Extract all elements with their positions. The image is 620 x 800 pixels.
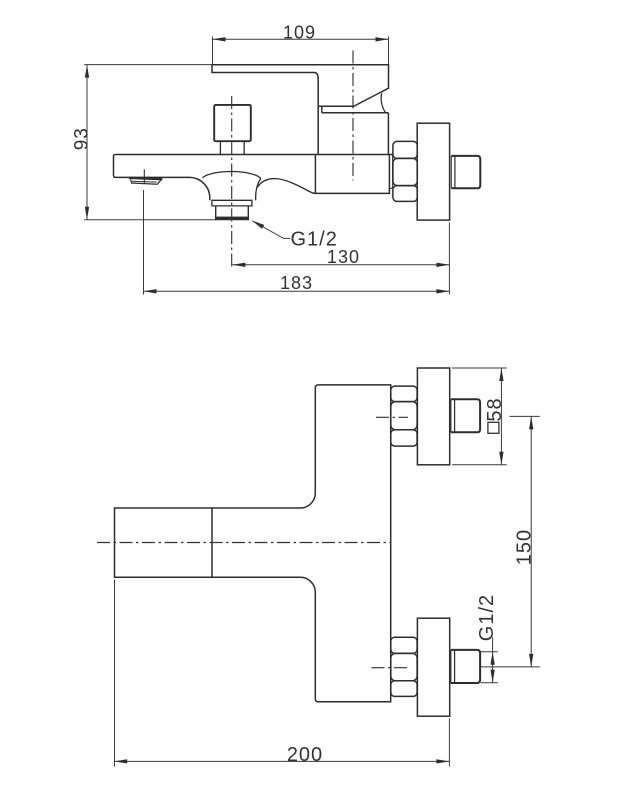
svg-text:109: 109 — [283, 22, 316, 42]
svg-text:G1/2: G1/2 — [476, 594, 498, 641]
svg-text:93: 93 — [71, 127, 92, 150]
svg-text:130: 130 — [327, 247, 360, 267]
svg-text:200: 200 — [287, 744, 323, 766]
svg-text:183: 183 — [280, 273, 313, 293]
svg-text:150: 150 — [513, 529, 535, 565]
svg-text:G1/2: G1/2 — [291, 229, 338, 251]
svg-text:58: 58 — [484, 397, 506, 421]
